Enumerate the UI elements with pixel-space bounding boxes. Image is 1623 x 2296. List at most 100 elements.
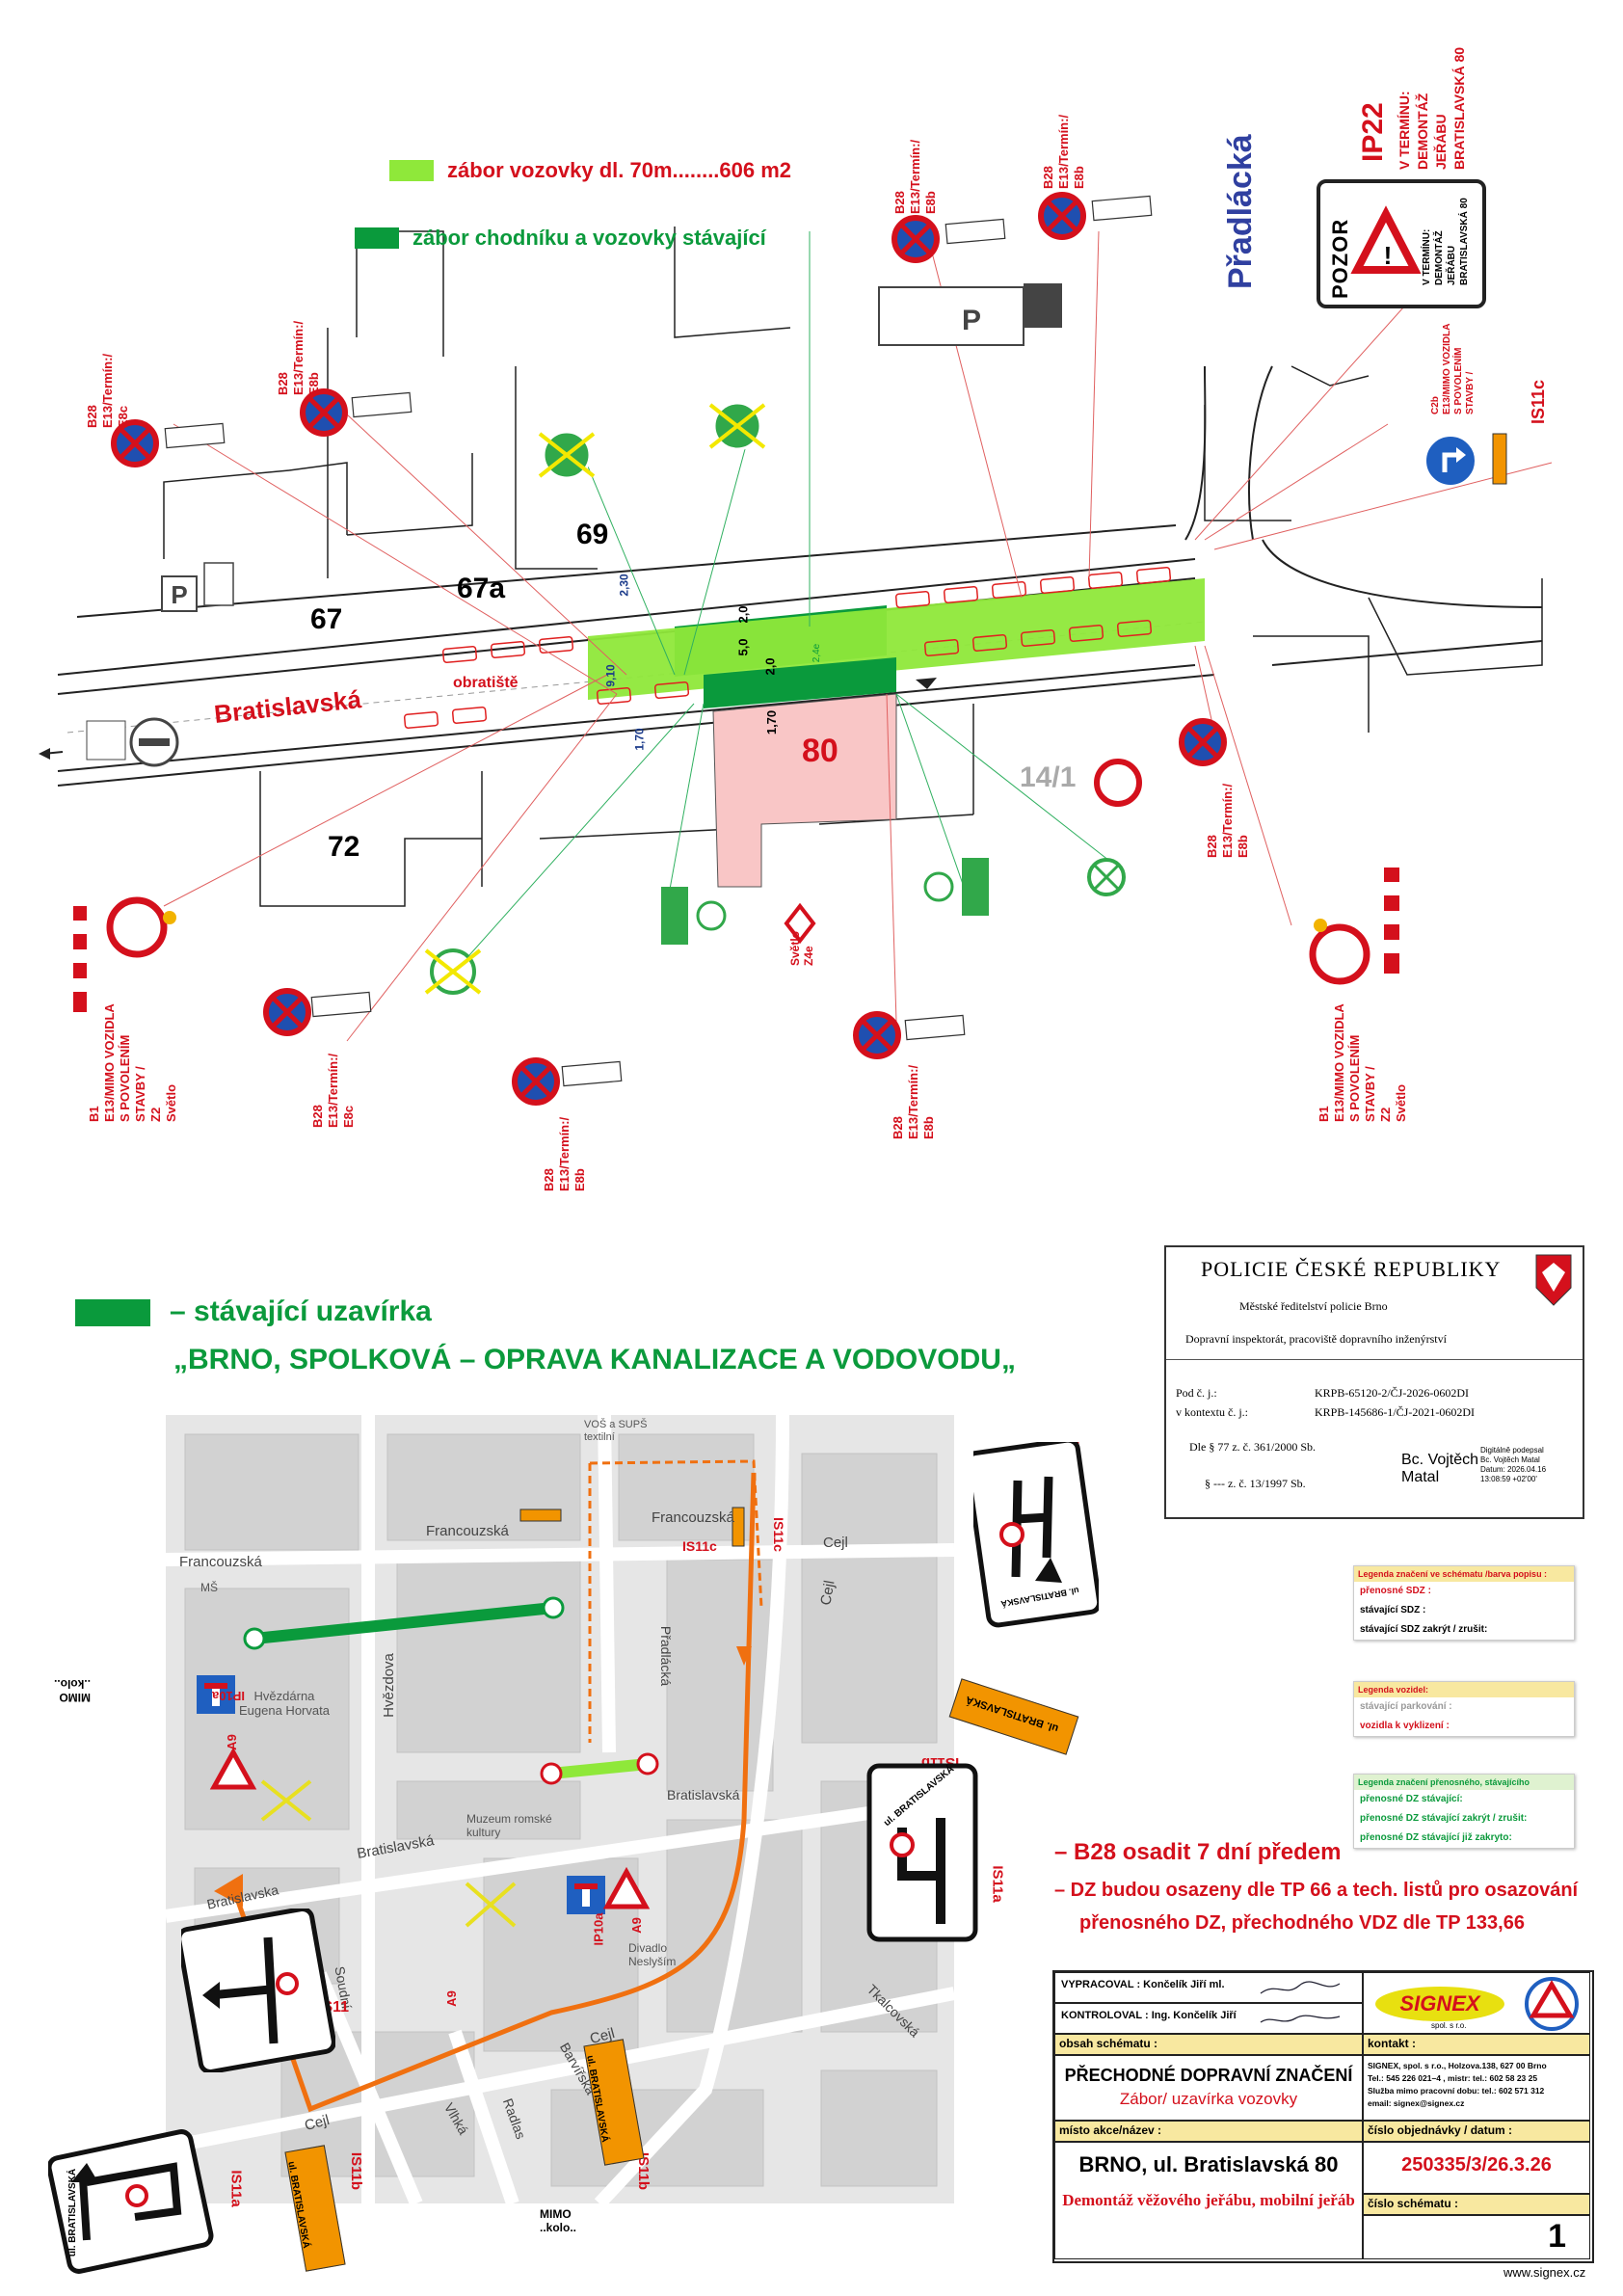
dim-5-0: 5,0 [735, 638, 751, 656]
map-francouzska: Francouzská [179, 1554, 262, 1570]
stamp-divider [1166, 1359, 1583, 1360]
dim-2-0: 2,0 [735, 605, 751, 624]
stamp-law1: Dle § 77 z. č. 361/2000 Sb. [1189, 1440, 1316, 1454]
signex-emblem-icon [1525, 1977, 1579, 2031]
signature-1 [1257, 1980, 1344, 1997]
parking-sign-top: P [878, 283, 1062, 346]
building-67: 67 [310, 603, 343, 635]
mandatory-direction-sign [1424, 433, 1507, 487]
no-stopping-icon [891, 215, 940, 263]
tag-mimo-kolo-2: MIMO ..kolo.. [540, 2207, 577, 2234]
map-hvezdova: Hvězdova [380, 1653, 397, 1718]
direction-arrow [916, 678, 937, 689]
two-way-traffic-icon [602, 1866, 651, 1909]
no-entry-icon [1309, 923, 1370, 985]
stamp-signer: Bc. Vojtěch Matal [1401, 1452, 1479, 1485]
map-streets [166, 1415, 954, 2203]
signex-web: www.signex.cz [1503, 2265, 1586, 2280]
building-80 [712, 693, 897, 888]
legend-dz-header: Legenda značení přenosného, stávajícího [1354, 1775, 1574, 1790]
tb-obsah-cell: PŘECHODNÉ DOPRAVNÍ ZNAČENÍ Zábor/ uzavír… [1054, 2055, 1363, 2121]
map-detour-arrow [214, 1874, 243, 1907]
note-dz-1: – DZ budou osazeny dle TP 66 a tech. lis… [1054, 1880, 1579, 1901]
police-title: POLICIE ČESKÉ REPUBLIKY [1201, 1257, 1502, 1281]
legend-vehicles: Legenda vozidel: stávající parkování : v… [1353, 1681, 1575, 1737]
pozor-warning-sign: ! [1317, 179, 1486, 308]
tb-obsah-2: Zábor/ uzavírka vozovky [1119, 2090, 1298, 2108]
map-muzeum: Muzeum romské kultury [466, 1812, 552, 1839]
tag-a9-1: A9 [224, 1734, 239, 1750]
label-b28-top-3: B28 E13/Termín:/ E8b [892, 139, 938, 214]
label-b28-right: B28 E13/Termín:/ E8b [1205, 783, 1250, 858]
barrier-left [73, 906, 176, 1012]
svg-text:P: P [171, 580, 187, 609]
map-closure-end [542, 1596, 565, 1619]
existing-signs [424, 401, 1126, 995]
police-dept: Městské ředitelství policie Brno [1239, 1299, 1388, 1313]
stamp-law2: § --- z. č. 13/1997 Sb. [1205, 1477, 1306, 1490]
legend-dz-item-1: přenosné DZ stávající: [1360, 1794, 1463, 1804]
tag-ip10a-2: IP10a [591, 1912, 606, 1946]
signex-logo-text: SIGNEX [1399, 1991, 1480, 2016]
dim-2-4e: 2,4e [812, 643, 823, 663]
building-69: 69 [576, 519, 609, 550]
police-approval-stamp: POLICIE ČESKÉ REPUBLIKY Městské ředitels… [1164, 1245, 1584, 1519]
map-existing-closure-1 [253, 1602, 554, 1644]
signature-2 [1257, 2011, 1344, 2028]
tb-cislo-sch-label: číslo schématu : [1363, 2194, 1590, 2215]
legend-swatch-dark-green [355, 227, 399, 249]
map-francouzska-3: Francouzská [652, 1509, 734, 1526]
tag-is11c-map-2: IS11c [770, 1517, 786, 1552]
tb-misto-label: místo akce/název : [1054, 2121, 1363, 2142]
tag-a9-3: A9 [628, 1917, 644, 1934]
map-closure-end [540, 1762, 563, 1785]
no-entry-gray-icon [86, 717, 179, 767]
is11a-sign-bottom [48, 2129, 214, 2274]
note-b28: – B28 osadit 7 dní předem [1054, 1839, 1342, 1865]
legend-schema-item-3: stávající SDZ zakrýt / zrušit: [1360, 1624, 1488, 1635]
tag-ip10a-1: IP10a [212, 1689, 245, 1703]
signex-logo-sub: spol. s r.o. [1431, 2021, 1467, 2030]
existing-closure-swatch [75, 1299, 150, 1326]
dim-1-70: 1,70 [764, 709, 780, 735]
is11a-sign-right [866, 1763, 978, 1942]
stamp-pod-cj-label: Pod č. j.: [1176, 1386, 1217, 1400]
police-office: Dopravní inspektorát, pracoviště dopravn… [1185, 1332, 1447, 1346]
svg-text:P: P [962, 305, 981, 336]
label-b28-top-2: B28 E13/Termín:/ E8b [276, 320, 321, 395]
stamp-digital: Digitálně podepsal Bc. Vojtěch Matal Dat… [1480, 1446, 1547, 1483]
svg-text:!: ! [1384, 241, 1393, 270]
legend-new-closure: zábor vozovky dl. 70m........606 m2 [389, 158, 791, 183]
tb-obsah-label: obsah schématu : [1054, 2034, 1363, 2055]
map-new-closure [550, 1758, 649, 1779]
legend-vehicles-item-1: stávající parkování : [1360, 1701, 1452, 1712]
legend-schema-item-1: přenosné SDZ : [1360, 1586, 1431, 1596]
warning-light-icon [163, 911, 176, 924]
map-detour-route [230, 1472, 757, 2113]
map-hvezdarna: Hvězdárna Eugena Horvata [239, 1689, 330, 1718]
legend-dz: Legenda značení přenosného, stávajícího … [1353, 1774, 1575, 1849]
no-stopping-icon [300, 388, 348, 437]
map-detour-arrow-2 [736, 1646, 752, 1666]
tb-cislo-sch-cell: 1 [1363, 2215, 1590, 2259]
label-b28-bottom-1: B28 E13/Termín:/ E8c [310, 1053, 356, 1128]
tb-akce: Demontáž věžového jeřábu, mobilní jeřáb [1062, 2191, 1355, 2209]
legend-dz-item-3: přenosné DZ stávající již zakryto: [1360, 1832, 1512, 1843]
tb-kontakt-label: kontakt : [1363, 2034, 1590, 2055]
building-80-label: 80 [802, 733, 838, 769]
no-stopping-icon [853, 1011, 901, 1059]
label-b28-bottom-3: B28 E13/Termín:/ E8b [891, 1064, 936, 1139]
map-closure-end [636, 1752, 659, 1775]
cancel-marks [260, 1779, 517, 1928]
is11c-plate-icon [519, 1508, 562, 1522]
b1-signs [106, 759, 1370, 985]
dead-end-icon [567, 1876, 605, 1914]
west-arrow-head [39, 748, 50, 760]
tb-kontroloval: KONTROLOVAL : Ing. Končelík Jiří [1054, 2003, 1363, 2034]
is11a-sign-left [181, 1909, 335, 2072]
green-leader-lines [452, 231, 1119, 974]
map-francouzska-2: Francouzská [426, 1523, 509, 1539]
label-b28-bottom-2: B28 E13/Termín:/ E8b [542, 1116, 587, 1191]
tb-cislo-obj-cell: 250335/3/26.3.26 [1363, 2142, 1590, 2194]
tb-obsah-1: PŘECHODNÉ DOPRAVNÍ ZNAČENÍ [1064, 2066, 1353, 2085]
